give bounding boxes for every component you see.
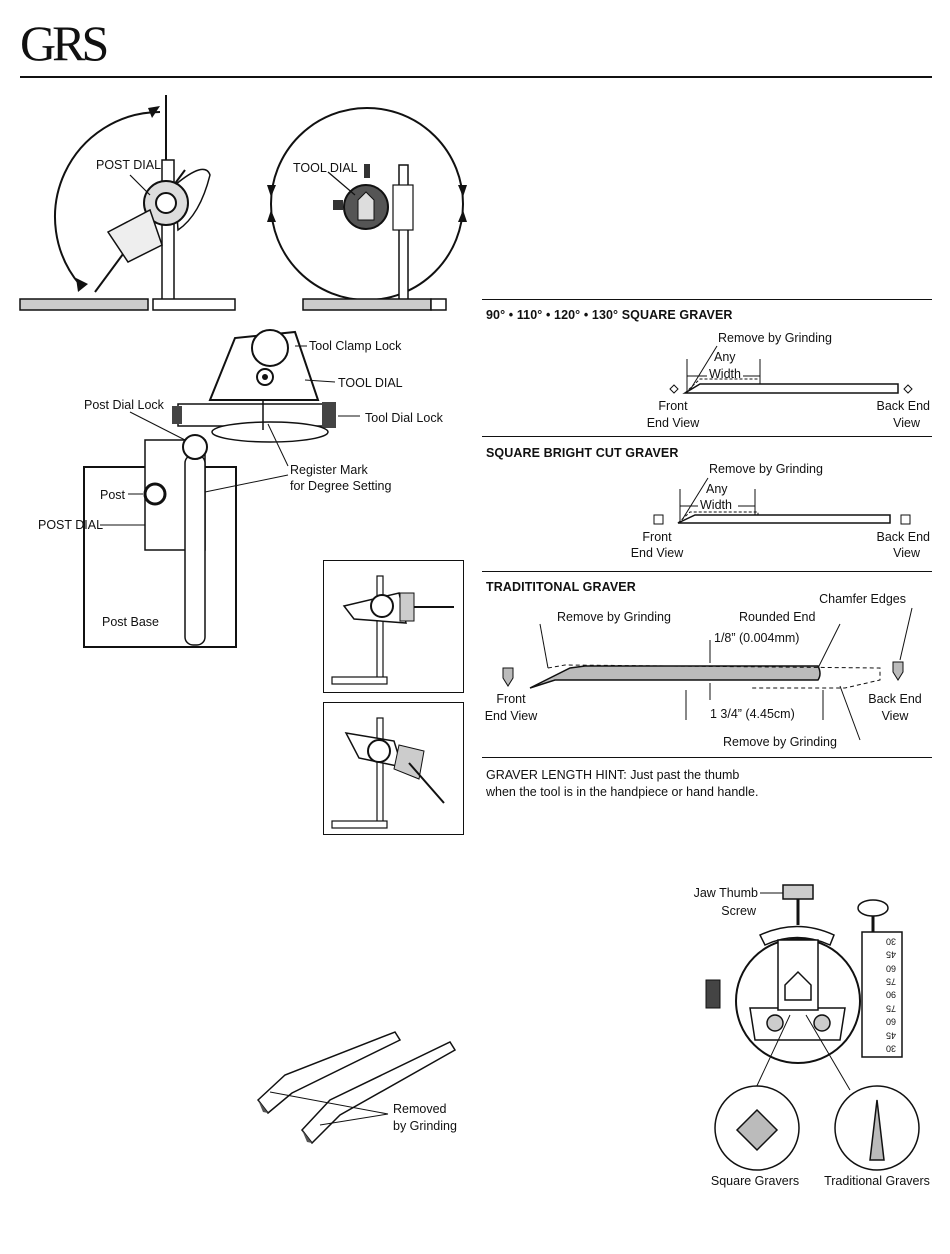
- screw-label: Screw: [721, 904, 756, 918]
- traditional-gravers-label: Traditional Gravers: [824, 1174, 930, 1188]
- jaw-scale-tick: 60: [886, 1016, 897, 1027]
- tool-dial-detail-label: TOOL DIAL: [338, 376, 403, 390]
- mounted-graver-photo-1: [323, 560, 464, 693]
- post-dial-detail-label: POST DIAL: [38, 518, 104, 532]
- bright-back-end-label: Back End: [876, 530, 930, 544]
- square-end-view-label: End View: [646, 416, 700, 430]
- length-label: 1 3/4” (4.45cm): [710, 707, 795, 721]
- tool-clamp-lock-label: Tool Clamp Lock: [309, 339, 402, 353]
- square-remove-label: Remove by Grinding: [718, 331, 832, 345]
- thickness-label: 1/8” (0.004mm): [714, 631, 800, 645]
- jaw-scale: 30 45 60 75 90 75 60 45 30: [881, 934, 901, 1055]
- square-gravers-label: Square Gravers: [710, 1174, 800, 1188]
- section-rule-1: [482, 299, 932, 300]
- post-dial-lock-label: Post Dial Lock: [84, 398, 164, 412]
- traditional-remove-bottom-label: Remove by Grinding: [723, 735, 837, 749]
- square-back-end-label: Back End: [876, 399, 930, 413]
- bright-view-label: View: [893, 546, 920, 560]
- post-base-label: Post Base: [102, 615, 159, 629]
- jaw-thumb-label: Jaw Thumb: [693, 886, 758, 900]
- bright-front-label: Front: [642, 530, 672, 544]
- hint-line-2: when the tool is in the handpiece or han…: [486, 785, 759, 799]
- jaw-scale-tick: 30: [886, 936, 897, 947]
- traditional-view-label: View: [881, 709, 909, 723]
- section-rule-2: [482, 436, 932, 437]
- square-width-label: Width: [709, 367, 741, 381]
- square-view-label: View: [893, 416, 920, 430]
- traditional-front-label: Front: [496, 692, 526, 706]
- bright-cut-title: SQUARE BRIGHT CUT GRAVER: [486, 446, 679, 460]
- removed-label: Removed: [393, 1102, 447, 1116]
- post-dial-label: POST DIAL: [96, 158, 162, 172]
- bright-width-label: Width: [700, 498, 732, 512]
- jaw-scale-tick: 45: [886, 949, 897, 960]
- mounted-graver-photo-2: [323, 702, 464, 835]
- hint-line-1: GRAVER LENGTH HINT: Just past the thumb: [486, 768, 740, 782]
- rounded-end-label: Rounded End: [739, 610, 816, 624]
- post-label: Post: [100, 488, 126, 502]
- chamfer-edges-label: Chamfer Edges: [819, 592, 906, 606]
- bright-any-label: Any: [706, 482, 728, 496]
- traditional-back-end-label: Back End: [868, 692, 922, 706]
- square-graver-title: 90° • 110° • 120° • 130° SQUARE GRAVER: [486, 308, 733, 322]
- square-front-label: Front: [658, 399, 688, 413]
- jaw-scale-tick: 30: [886, 1043, 897, 1054]
- grs-logo: GRS: [20, 15, 109, 71]
- jaw-scale-tick: 75: [886, 976, 897, 987]
- jaw-scale-tick: 45: [886, 1030, 897, 1041]
- traditional-title: TRADITITONAL GRAVER: [486, 580, 636, 594]
- jaw-scale-tick: 60: [886, 963, 897, 974]
- by-grinding-label: by Grinding: [393, 1119, 457, 1133]
- section-rule-4: [482, 757, 932, 758]
- section-rule-3: [482, 571, 932, 572]
- tool-dial-lock-label: Tool Dial Lock: [365, 411, 443, 425]
- traditional-remove-top-label: Remove by Grinding: [557, 610, 671, 624]
- header-rule: [20, 76, 932, 78]
- bright-end-view-label: End View: [630, 546, 684, 560]
- jaw-scale-tick: 75: [886, 1003, 897, 1014]
- jaw-scale-tick: 90: [886, 990, 897, 1001]
- traditional-end-view-label: End View: [484, 709, 538, 723]
- tool-dial-label: TOOL DIAL: [293, 161, 358, 175]
- bright-remove-label: Remove by Grinding: [709, 462, 823, 476]
- square-any-label: Any: [714, 350, 736, 364]
- degree-setting-label: for Degree Setting: [290, 479, 392, 493]
- register-mark-label: Register Mark: [290, 463, 368, 477]
